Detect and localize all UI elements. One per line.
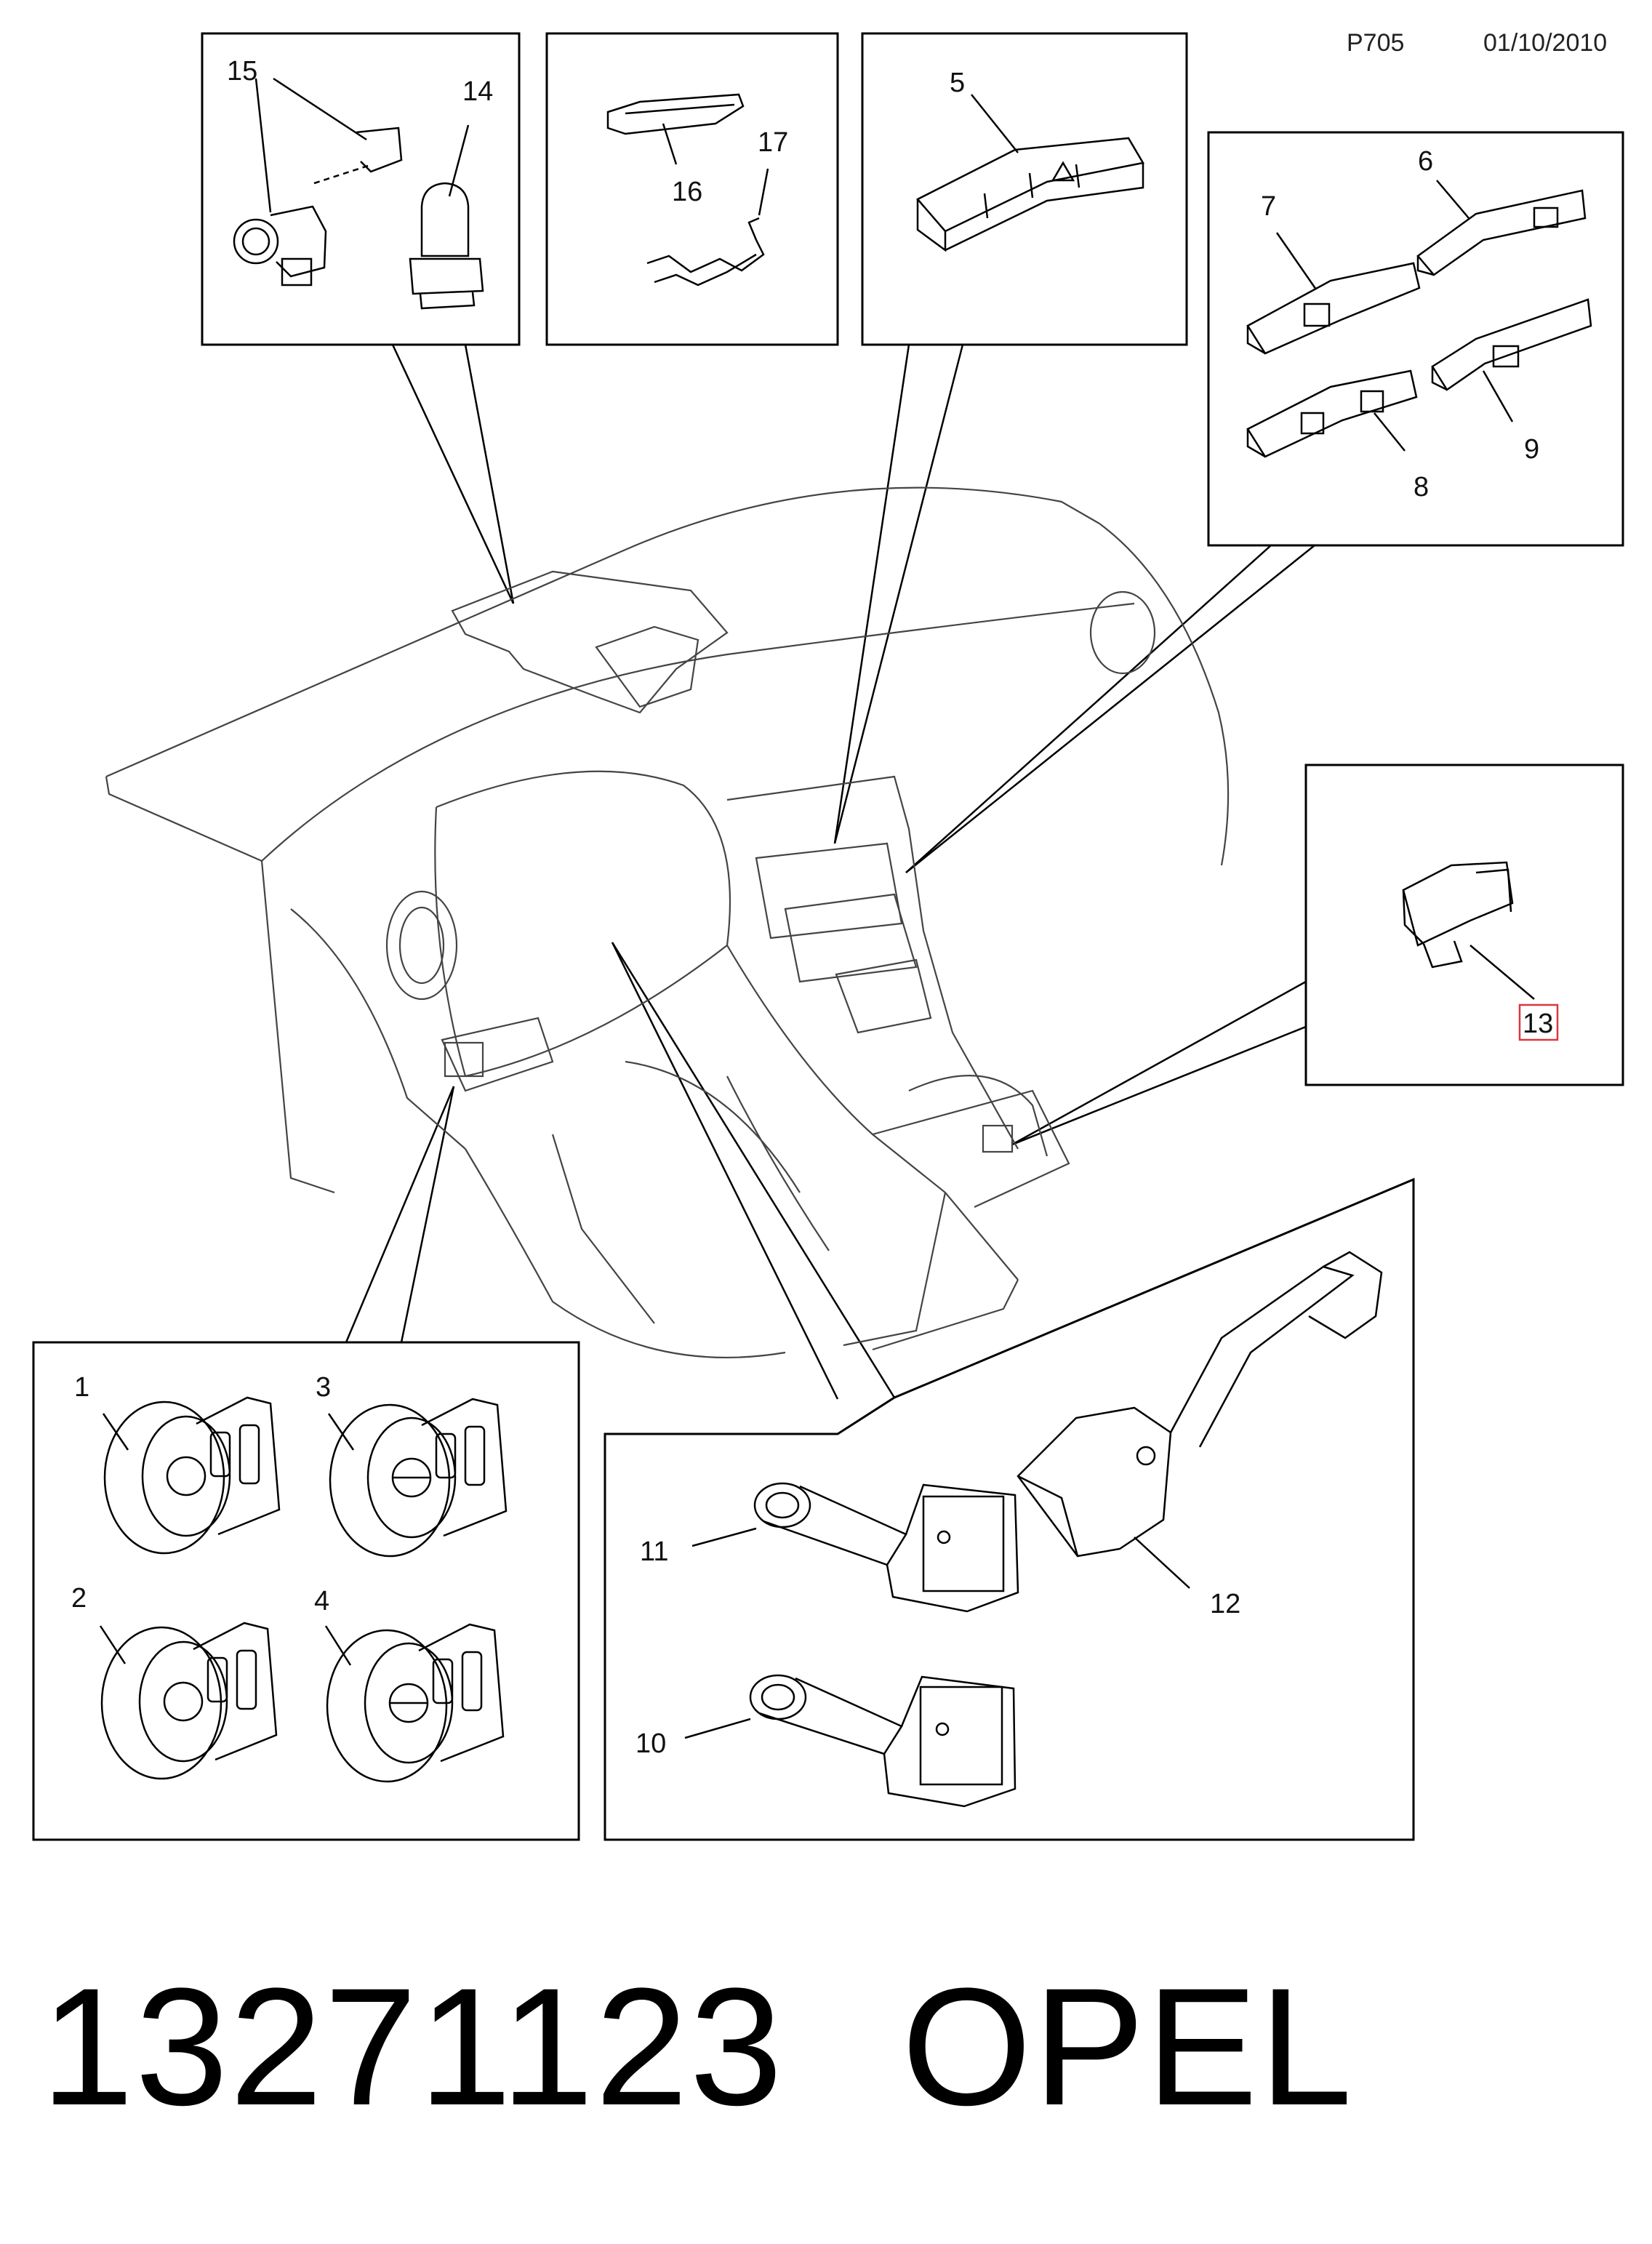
- callout-17: 17: [758, 127, 788, 158]
- callout-13-highlight: [1518, 1003, 1559, 1041]
- part-15-connector: [233, 77, 403, 286]
- callout-6: 6: [1418, 146, 1433, 177]
- part-13-switch: [1402, 861, 1535, 1000]
- part-16-trim: [606, 93, 745, 165]
- part-12-stalk: [1017, 1251, 1383, 1589]
- brand-name: OPEL: [902, 1953, 1354, 2140]
- diagram-date: 01/10/2010: [1483, 29, 1608, 57]
- detail-box-5: [861, 32, 1188, 346]
- part-4-headlamp-switch: [324, 1623, 505, 1783]
- part-17-bracket: [646, 168, 769, 286]
- detail-box-6-9: [1207, 131, 1624, 547]
- callout-11: 11: [640, 1536, 668, 1567]
- callout-5: 5: [950, 68, 965, 98]
- callout-13: 13: [1523, 1009, 1553, 1039]
- callout-12: 12: [1210, 1589, 1240, 1619]
- callout-3: 3: [316, 1372, 331, 1403]
- detail-box-14-15: [201, 32, 521, 346]
- callout-7: 7: [1261, 191, 1276, 222]
- callout-2: 2: [71, 1583, 87, 1614]
- detail-box-1-4: [32, 1341, 580, 1841]
- detail-box-10-12: [604, 1177, 1415, 1841]
- part-11-stalk: [691, 1482, 1019, 1613]
- part-1-headlamp-switch: [102, 1396, 281, 1555]
- part-10-stalk: [684, 1674, 1017, 1808]
- part-8-switch: [1246, 369, 1418, 458]
- diagram-code: P705: [1347, 29, 1405, 57]
- callout-14: 14: [462, 76, 493, 107]
- callout-8: 8: [1414, 472, 1429, 502]
- callout-15: 15: [227, 56, 257, 87]
- part-number: 13271123: [41, 1953, 785, 2140]
- callout-1: 1: [74, 1372, 89, 1403]
- part-6-switch: [1416, 180, 1587, 276]
- part-14-sensor: [409, 124, 484, 310]
- detail-box-16-17: [545, 32, 839, 346]
- callout-4: 4: [314, 1586, 329, 1616]
- detail-box-13: [1304, 764, 1624, 1086]
- callout-16: 16: [672, 177, 702, 207]
- part-2-headlamp-switch: [99, 1622, 278, 1780]
- part-9-switch: [1431, 298, 1592, 422]
- callout-10: 10: [635, 1728, 666, 1759]
- part-3-headlamp-switch: [327, 1398, 508, 1558]
- part-7-switch: [1246, 232, 1421, 355]
- dashboard-assembly: [105, 486, 1230, 1358]
- callout-9: 9: [1524, 434, 1539, 465]
- part-5-switch-panel: [916, 94, 1144, 252]
